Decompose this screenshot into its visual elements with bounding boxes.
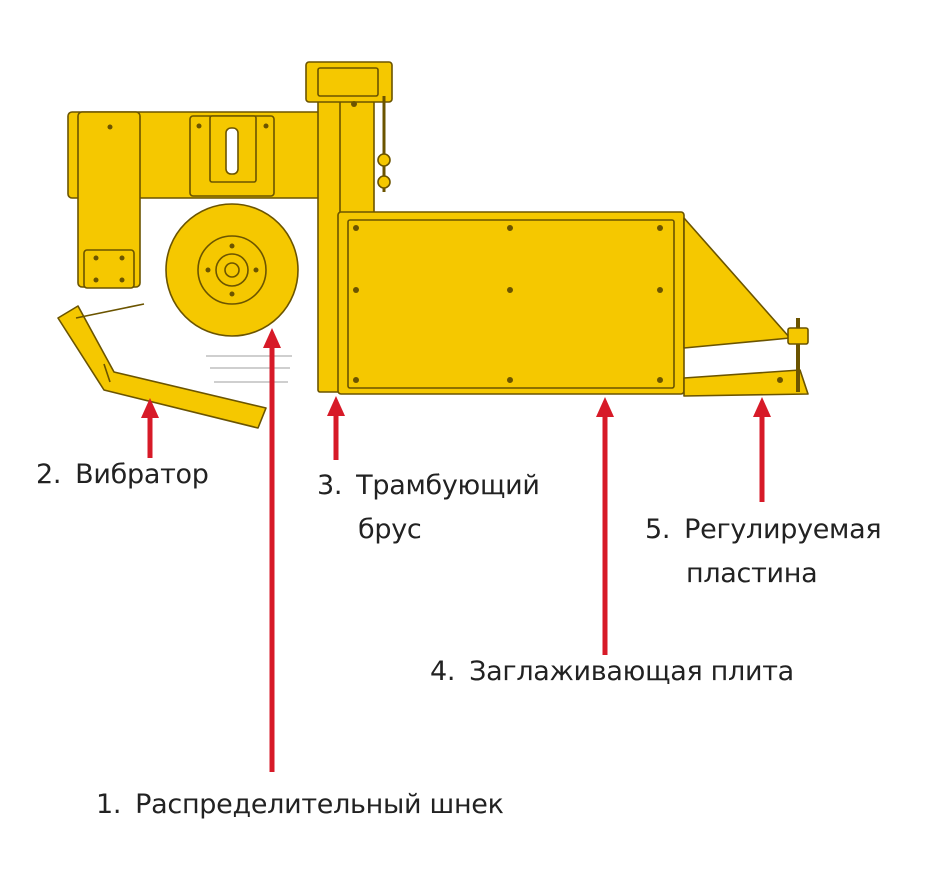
tamper-column xyxy=(339,91,375,223)
top-mount-inner xyxy=(317,67,379,97)
screed-machine-illustration xyxy=(57,61,809,429)
label-vibrator: 2. Вибратор xyxy=(36,453,209,497)
vibrator-arm-band xyxy=(103,363,111,383)
label-number: 3. xyxy=(317,470,343,501)
label-number: 1. xyxy=(96,789,122,820)
bolt xyxy=(353,225,359,231)
label-number: 4. xyxy=(430,656,456,687)
bolt xyxy=(263,123,269,129)
adjustable-nut xyxy=(787,327,809,345)
bolt xyxy=(93,277,99,283)
arrow-adjustable-head xyxy=(753,397,771,417)
label-text-line2: брус xyxy=(358,514,422,545)
label-smoothing-plate: 4. Заглаживающая плита xyxy=(430,650,794,694)
label-text: Регулируемая xyxy=(684,514,882,545)
vibrator-arm xyxy=(57,305,267,429)
bolt xyxy=(507,377,513,383)
arrow-vibrator-head xyxy=(141,398,159,418)
label-number: 2. xyxy=(36,459,62,490)
bolt xyxy=(657,287,663,293)
label-tamper: 3. Трамбующий брус xyxy=(317,464,540,552)
bolt xyxy=(119,277,125,283)
label-text: Трамбующий xyxy=(356,470,540,501)
arrow-smoothing-plate-head xyxy=(596,397,614,417)
bolt xyxy=(353,377,359,383)
auger-bracket-slot xyxy=(225,127,239,175)
label-text-line2: пластина xyxy=(686,558,818,589)
bolt xyxy=(107,124,113,130)
bolt xyxy=(507,287,513,293)
bolt xyxy=(196,123,202,129)
arrow-auger-head xyxy=(263,328,281,348)
bolt xyxy=(229,291,235,297)
bolt xyxy=(353,287,359,293)
label-adjustable-plate: 5. Регулируемая пластина xyxy=(645,508,882,596)
vibrator-rod xyxy=(75,303,145,319)
bolt xyxy=(657,225,663,231)
smoothing-plate-inner xyxy=(347,219,675,389)
adjustable-plate xyxy=(683,369,809,397)
label-text: Вибратор xyxy=(75,459,209,490)
bolt xyxy=(253,267,259,273)
bolt xyxy=(229,243,235,249)
bolt xyxy=(507,225,513,231)
bolt xyxy=(657,377,663,383)
label-text: Распределительный шнек xyxy=(135,789,504,820)
wedge-frame xyxy=(683,217,791,349)
bolt xyxy=(777,377,783,383)
bolt xyxy=(93,255,99,261)
bolt xyxy=(351,101,357,107)
bolt xyxy=(119,255,125,261)
arrow-tamper-head xyxy=(327,396,345,416)
label-auger: 1. Распределительный шнек xyxy=(96,783,504,827)
label-text: Заглаживающая плита xyxy=(469,656,794,687)
auger-shaft xyxy=(224,262,240,278)
adjust-knob xyxy=(377,175,391,189)
callout-arrows xyxy=(141,328,771,772)
label-number: 5. xyxy=(645,514,671,545)
adjust-knob xyxy=(377,153,391,167)
vibrator-motor-box xyxy=(83,249,135,289)
bolt xyxy=(205,267,211,273)
